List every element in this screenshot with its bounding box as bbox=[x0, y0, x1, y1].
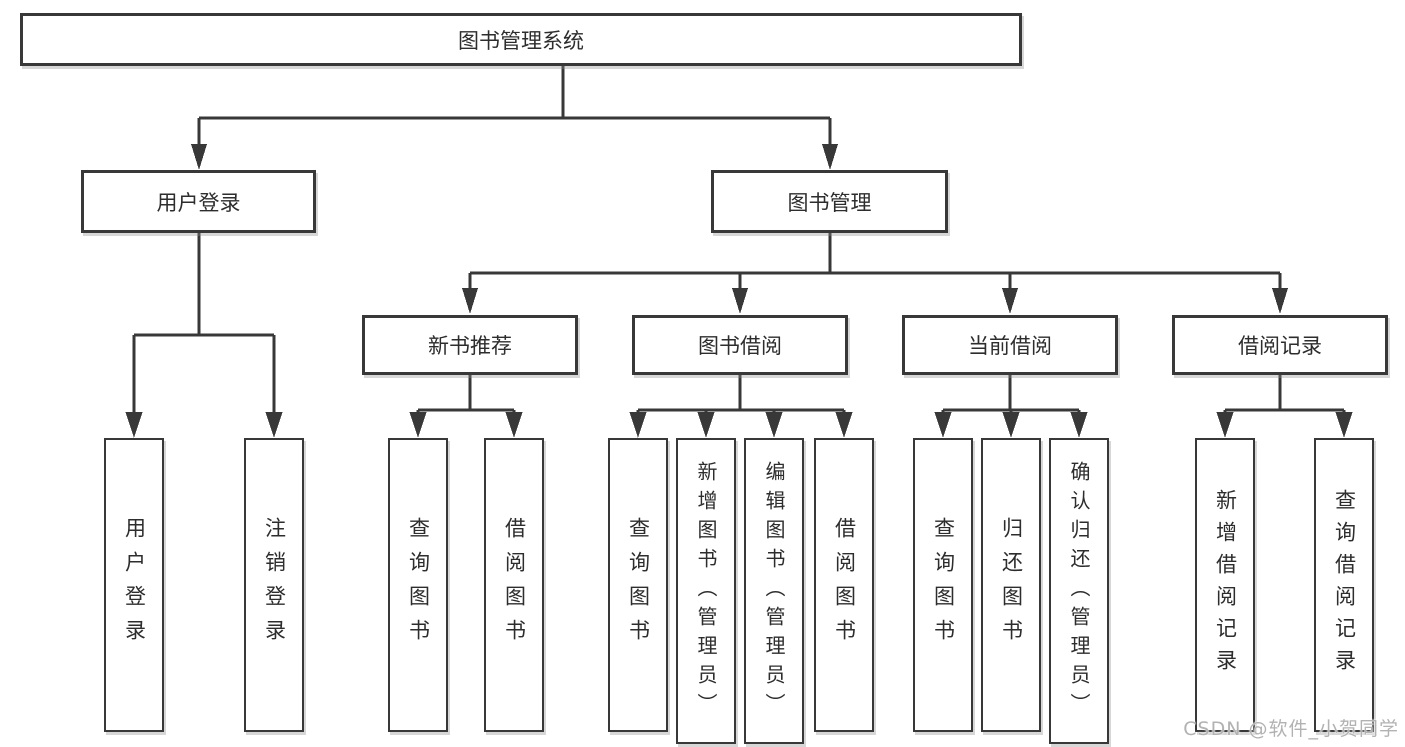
leaf-query-borrow-record-label: 查询借阅记录 bbox=[1332, 489, 1357, 681]
leaf-logout: 注销登录 bbox=[244, 438, 304, 732]
leaf-query-borrow-record: 查询借阅记录 bbox=[1314, 438, 1374, 732]
connector-bookborrow-group bbox=[629, 375, 853, 438]
node-new-book-recommend: 新书推荐 bbox=[362, 315, 578, 375]
node-book-borrowing: 图书借阅 bbox=[632, 315, 848, 375]
csdn-watermark: CSDN @软件_小贺同学 bbox=[1183, 718, 1399, 740]
leaf-query-books-current: 查询图书 bbox=[913, 438, 973, 732]
leaf-user-login: 用户登录 bbox=[104, 438, 164, 732]
connector-newbooks-group bbox=[409, 375, 523, 438]
leaf-borrow-books: 借阅图书 bbox=[814, 438, 874, 732]
node-book-management: 图书管理 bbox=[711, 170, 948, 233]
leaf-query-books-borrow-label: 查询图书 bbox=[626, 517, 651, 653]
leaf-add-book-admin-label: 新增图书（管理员） bbox=[694, 460, 718, 722]
connector-bookmgmt-to-level2 bbox=[462, 233, 1288, 314]
leaf-edit-book-admin: 编辑图书（管理员） bbox=[744, 438, 804, 744]
connector-records-group bbox=[1216, 375, 1353, 438]
leaf-user-login-label: 用户登录 bbox=[122, 517, 147, 653]
node-current-borrowing: 当前借阅 bbox=[902, 315, 1118, 375]
connector-root-to-level1 bbox=[191, 66, 838, 170]
leaf-query-books-current-label: 查询图书 bbox=[931, 517, 956, 653]
leaf-return-book: 归还图书 bbox=[981, 438, 1041, 732]
leaf-query-books-borrow: 查询图书 bbox=[608, 438, 668, 732]
node-user-login: 用户登录 bbox=[81, 170, 316, 233]
leaf-add-book-admin: 新增图书（管理员） bbox=[676, 438, 736, 744]
node-library-system: 图书管理系统 bbox=[20, 13, 1022, 66]
leaf-borrow-books-recommend: 借阅图书 bbox=[484, 438, 544, 732]
leaf-add-borrow-record: 新增借阅记录 bbox=[1195, 438, 1255, 732]
connector-currentborrow-group bbox=[934, 375, 1088, 438]
node-borrowing-records: 借阅记录 bbox=[1172, 315, 1388, 375]
leaf-borrow-books-recommend-label: 借阅图书 bbox=[502, 517, 527, 653]
leaf-query-books-recommend: 查询图书 bbox=[388, 438, 448, 732]
leaf-add-borrow-record-label: 新增借阅记录 bbox=[1213, 489, 1238, 681]
leaf-borrow-books-label: 借阅图书 bbox=[832, 517, 857, 653]
leaf-confirm-return-admin: 确认归还（管理员） bbox=[1049, 438, 1109, 744]
leaf-edit-book-admin-label: 编辑图书（管理员） bbox=[762, 460, 786, 722]
connector-userlogin-group bbox=[125, 233, 283, 438]
leaf-return-book-label: 归还图书 bbox=[999, 517, 1024, 653]
leaf-logout-label: 注销登录 bbox=[262, 517, 287, 653]
leaf-query-books-recommend-label: 查询图书 bbox=[406, 517, 431, 653]
leaf-confirm-return-admin-label: 确认归还（管理员） bbox=[1067, 460, 1091, 722]
